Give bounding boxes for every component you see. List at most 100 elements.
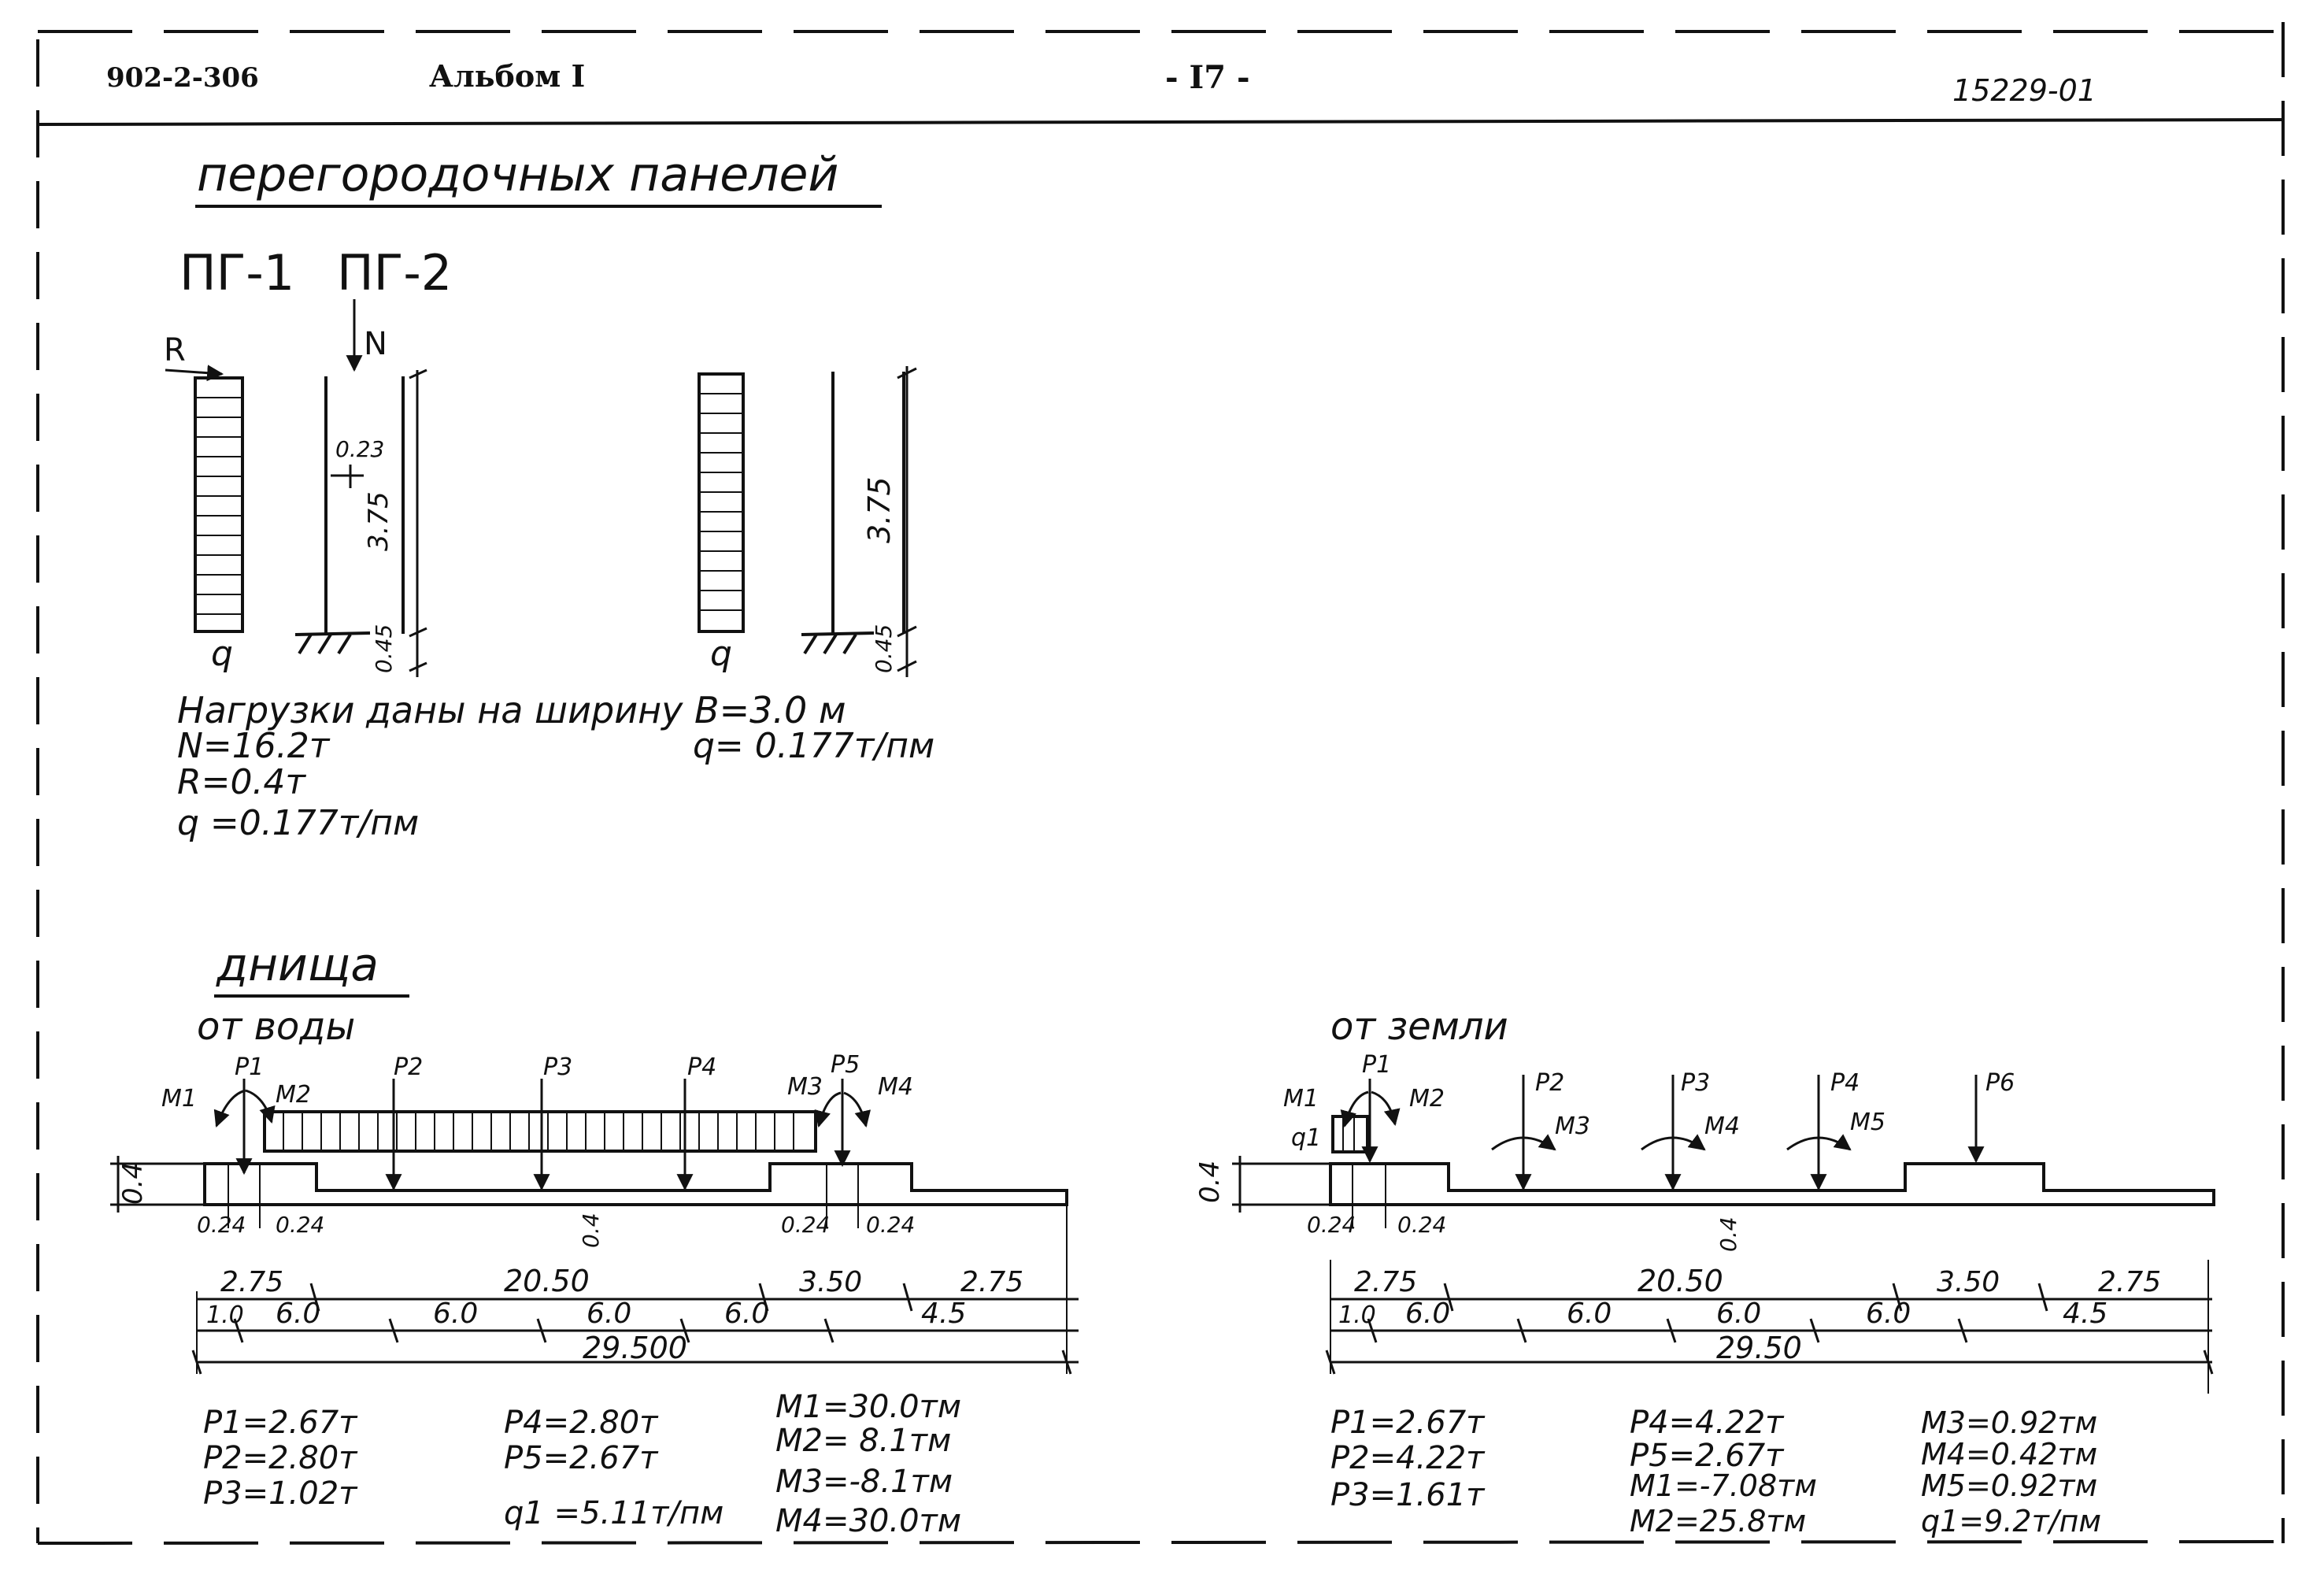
water-row2-5: 4.5 [921,1298,966,1330]
soil-label-P2: P2 [1535,1069,1564,1097]
water-load-diagram: от воды M1 P1 M2 P2 P3 P4 M3 P5 M4 [110,1005,1079,1539]
label-R: R [164,332,186,368]
water-row1-1: 20.50 [504,1264,590,1298]
soil-result-M4: M4=0.42тм [1921,1437,2097,1472]
soil-row2-1: 6.0 [1405,1298,1450,1330]
soil-row1-0: 2.75 [1354,1266,1417,1298]
label-N: N [364,326,387,362]
sheet-frame [36,22,2285,1545]
soil-result-P3: P3=1.61т [1330,1477,1486,1513]
load-label-M2: M2 [276,1081,311,1109]
water-small-dim-2: 0.24 [276,1212,324,1238]
load-label-M3: M3 [787,1073,823,1101]
soil-height: 0.4 [1194,1161,1226,1203]
water-result-M4: M4=30.0тм [775,1503,961,1539]
water-height-dim [110,1156,205,1213]
water-moments [213,1089,872,1128]
water-row1-0: 2.75 [220,1266,283,1298]
soil-result-q1: q1=9.2т/пм [1921,1504,2101,1538]
water-height: 0.4 [117,1162,149,1205]
load-label-P5: P5 [831,1051,860,1079]
soil-result-P1: P1=2.67т [1330,1405,1486,1441]
section2-title: днища [216,938,379,991]
section1-title: перегородочных панелей [197,147,838,202]
load-hatch-left [197,397,241,615]
water-total: 29.500 [583,1331,687,1365]
soil-row2-4: 6.0 [1866,1298,1911,1330]
soil-small-dim-2: 0.24 [1397,1212,1446,1238]
water-result-P1: P1=2.67т [203,1405,358,1441]
soil-label-P4: P4 [1830,1069,1860,1097]
load-label-M4: M4 [878,1073,913,1101]
soil-row2-0: 1.0 [1338,1301,1376,1329]
water-result-q1: q1 =5.11т/пм [504,1495,723,1531]
water-row2-0: 1.0 [206,1301,244,1329]
water-small-dim-3: 0.24 [781,1212,830,1238]
partition-panels-section: перегородочных панелей ПГ-1 ПГ-2 R q N [164,147,934,843]
value-q-left: q =0.177т/пм [177,803,419,843]
label-q-right: q [710,634,732,674]
soil-result-M1: M1=-7.08тм [1630,1468,1817,1503]
dim-left-base: 0.45 [371,624,397,673]
sheet-code: 15229-01 [1952,73,2096,108]
soil-row1-2: 3.50 [1937,1266,2000,1298]
dim-left-small: 0.23 [335,436,384,462]
water-row1-3: 2.75 [960,1266,1023,1298]
soil-result-M5: M5=0.92тм [1921,1468,2097,1503]
value-q-right: q= 0.177т/пм [693,726,934,766]
soil-result-M3: M3=0.92тм [1921,1405,2097,1440]
soil-distributed-load [1331,1115,1369,1153]
soil-load-diagram: от земли M1 P1 M2 q1 P2 M3 P3 M4 P4 M5 P… [1194,1005,2215,1538]
soil-height-dim [1232,1156,1330,1213]
soil-heading: от земли [1330,1005,1508,1049]
load-label-P3: P3 [543,1053,572,1081]
water-result-P4: P4=2.80т [504,1405,659,1441]
value-N: N=16.2т [177,726,331,766]
soil-label-M2: M2 [1409,1085,1445,1113]
soil-label-P3: P3 [1681,1069,1710,1097]
water-result-M3: M3=-8.1тм [775,1464,953,1500]
title-block: 902-2-306 Альбом I - I7 - 15229-01 [106,58,2096,108]
water-result-M2: M2= 8.1тм [775,1423,951,1459]
water-small-dim-1: 0.24 [197,1212,246,1238]
soil-row2-3: 6.0 [1716,1298,1761,1330]
water-result-P3: P3=1.02т [203,1475,358,1512]
page-number: - I7 - [1165,59,1250,96]
load-hatch-right [701,393,742,611]
soil-result-P4: P4=4.22т [1630,1405,1785,1441]
soil-slab-ticks [1330,1164,2209,1394]
water-row2-2: 6.0 [433,1298,478,1330]
soil-point-loads [1361,1075,1985,1191]
water-slab-outline [203,1162,1068,1206]
water-small-dim-5: 0.4 [578,1213,604,1248]
dim-left-main: 3.75 [363,491,394,551]
dim-right-base: 0.45 [871,624,897,673]
soil-moments [1340,1090,1852,1151]
water-small-dim-4: 0.24 [866,1212,915,1238]
load-label-M1: M1 [161,1085,197,1113]
water-row1-2: 3.50 [799,1266,862,1298]
soil-small-dim-3: 0.4 [1715,1216,1741,1252]
distributed-load-diagram-left [194,376,244,633]
soil-label-q1: q1 [1291,1124,1321,1152]
soil-dim-chains [1325,1283,2214,1375]
water-result-P2: P2=2.80т [203,1440,358,1476]
soil-load-hatch [1342,1118,1355,1150]
soil-result-M2: M2=25.8тм [1630,1504,1806,1538]
water-distributed-load [263,1110,817,1153]
R-arrow [165,365,224,382]
water-load-hatch [283,1113,794,1150]
panel-label-pg1: ПГ-1 [179,244,294,302]
water-row2-3: 6.0 [587,1298,631,1330]
water-heading: от воды [197,1005,355,1049]
panel-label-pg2: ПГ-2 [337,244,452,302]
column-right-dim-line [897,366,917,677]
soil-label-P6: P6 [1985,1069,2015,1097]
soil-row2-2: 6.0 [1567,1298,1612,1330]
water-dim-chains [191,1283,1079,1375]
water-row2-4: 6.0 [724,1298,769,1330]
water-point-loads [235,1079,851,1191]
column-right [801,372,905,655]
water-result-P5: P5=2.67т [504,1440,659,1476]
